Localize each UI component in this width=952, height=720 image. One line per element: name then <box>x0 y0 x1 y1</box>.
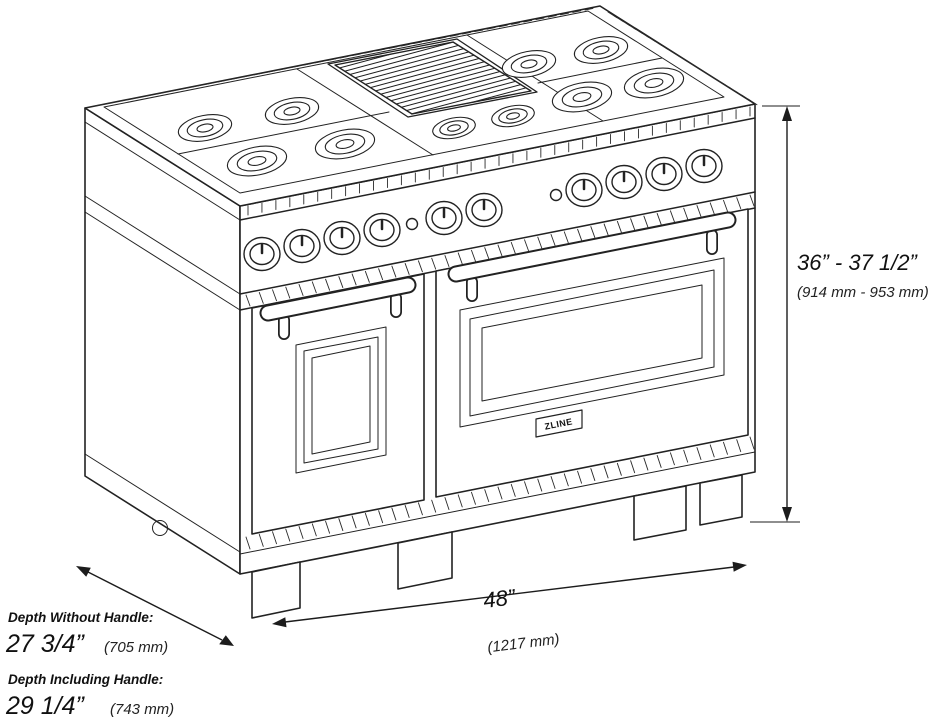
right-oven-door: ZLINE <box>435 208 749 498</box>
width-dimension: 48” (1217 mm) <box>272 561 747 657</box>
center-grill <box>327 38 538 118</box>
width-metric-label: (1217 mm) <box>486 631 560 657</box>
cooktop-front-lip <box>247 106 751 216</box>
base-vent-strip <box>245 436 755 550</box>
width-imperial-label: 48” <box>482 584 518 613</box>
foot <box>251 561 301 619</box>
left-oven-door <box>251 273 425 535</box>
height-metric-label: (914 mm - 953 mm) <box>797 284 929 301</box>
back-vent-left <box>94 7 594 107</box>
depth-without-handle-metric: (705 mm) <box>104 639 168 656</box>
foot <box>699 474 743 526</box>
range-drawing: ZLINE <box>84 5 758 619</box>
depth-including-handle-label: Depth Including Handle: <box>8 672 163 687</box>
depth-without-handle-imperial: 27 3/4” <box>5 630 86 658</box>
cooktop <box>84 5 758 216</box>
depth-dimension <box>76 566 234 646</box>
foot <box>397 531 453 590</box>
depth-labels: Depth Without Handle: 27 3/4” (705 mm) D… <box>5 610 174 720</box>
foot <box>633 485 687 541</box>
control-panel <box>239 117 756 311</box>
depth-without-handle-label: Depth Without Handle: <box>8 610 153 625</box>
oven-vent-strip <box>245 194 755 307</box>
burners <box>177 36 685 177</box>
height-imperial-label: 36” - 37 1/2” <box>797 250 919 275</box>
left-door-handle <box>259 276 417 340</box>
leveling-foot <box>152 520 168 536</box>
height-dimension: 36” - 37 1/2” (914 mm - 953 mm) <box>750 105 929 523</box>
feet-group <box>251 474 743 619</box>
depth-including-handle-metric: (743 mm) <box>110 701 174 718</box>
back-vent-right <box>607 11 758 106</box>
zline-badge: ZLINE <box>535 409 583 438</box>
right-door-handle <box>447 211 737 302</box>
base-kick <box>239 436 756 555</box>
depth-including-handle-imperial: 29 1/4” <box>5 692 86 720</box>
control-knobs <box>243 148 723 272</box>
